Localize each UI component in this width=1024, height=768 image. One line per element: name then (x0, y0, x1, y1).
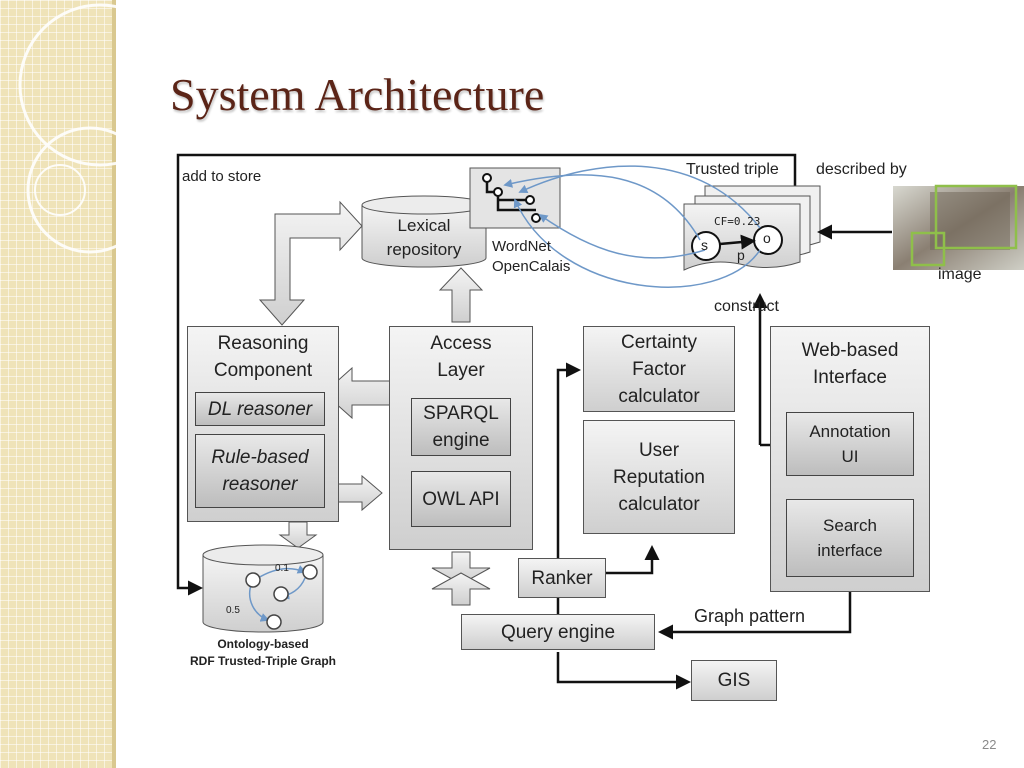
gis-box: GIS (691, 660, 777, 701)
reasoning-component-label: Reasoning Component (213, 333, 313, 381)
page-number: 22 (982, 737, 997, 752)
rule-based-reasoner-box: Rule-based reasoner (195, 434, 325, 508)
dl-reasoner-label: DL reasoner (207, 398, 313, 420)
sidebar-circles (18, 3, 182, 254)
cf-value-label: CF=0.23 (714, 215, 761, 228)
add-to-store-connector (176, 153, 797, 596)
node-o-label: o (763, 230, 771, 246)
node-s-label: s (701, 237, 708, 253)
user-reputation-label: User Reputation calculator (613, 439, 705, 515)
ranker-box: Ranker (518, 558, 606, 598)
graph-weight-1: 0.1 (275, 563, 289, 574)
access-layer-label: Access Layer (430, 333, 492, 381)
owl-api-box: OWL API (411, 471, 511, 527)
query-engine-box: Query engine (461, 614, 655, 650)
lexical-repository-label: Lexical repository (386, 216, 462, 259)
image-label: image (938, 266, 982, 283)
trusted-triple-cards (683, 185, 821, 271)
slide-title: System Architecture (170, 69, 545, 120)
certainty-factor-box: Certainty Factor calculator (583, 326, 735, 412)
ranker-label: Ranker (531, 567, 593, 589)
ontology-graph-label: Ontology-based RDF Trusted-Triple Graph (189, 637, 336, 668)
search-interface-box: Search interface (786, 499, 914, 577)
connector-arrows (556, 293, 852, 690)
owl-api-label: OWL API (422, 488, 500, 510)
opencalais-label: OpenCalais (492, 258, 571, 275)
blue-link-curves (503, 165, 761, 288)
rule-based-reasoner-label: Rule-based reasoner (211, 447, 309, 495)
user-reputation-box: User Reputation calculator (583, 420, 735, 534)
query-engine-label: Query engine (500, 621, 616, 643)
web-based-interface-label: Web-based Interface (801, 340, 899, 388)
dl-reasoner-box: DL reasoner (195, 392, 325, 426)
sparql-engine-box: SPARQL engine (411, 398, 511, 456)
sparql-engine-label: SPARQL engine (423, 403, 499, 451)
construct-label: construct (714, 298, 779, 315)
block-arrows (258, 200, 491, 606)
add-to-store-label: add to store (182, 168, 262, 185)
cat-image (893, 184, 1024, 270)
ontology-graph-cylinder (202, 544, 324, 633)
gis-label: GIS (717, 670, 751, 691)
graph-weight-2: 0.5 (226, 605, 240, 616)
described-by-label: described by (816, 161, 907, 178)
node-p-label: p (737, 247, 745, 263)
annotation-ui-label: Annotation UI (809, 422, 891, 466)
wordnet-label: WordNet (492, 238, 551, 255)
graph-pattern-label: Graph pattern (694, 606, 806, 626)
sidebar-edge (112, 0, 116, 768)
annotation-ui-box: Annotation UI (786, 412, 914, 476)
search-interface-label: Search interface (817, 516, 883, 560)
trusted-triple-label: Trusted triple (686, 161, 779, 178)
lexical-repository-cylinder (361, 195, 487, 268)
certainty-factor-label: Certainty Factor calculator (618, 331, 700, 407)
